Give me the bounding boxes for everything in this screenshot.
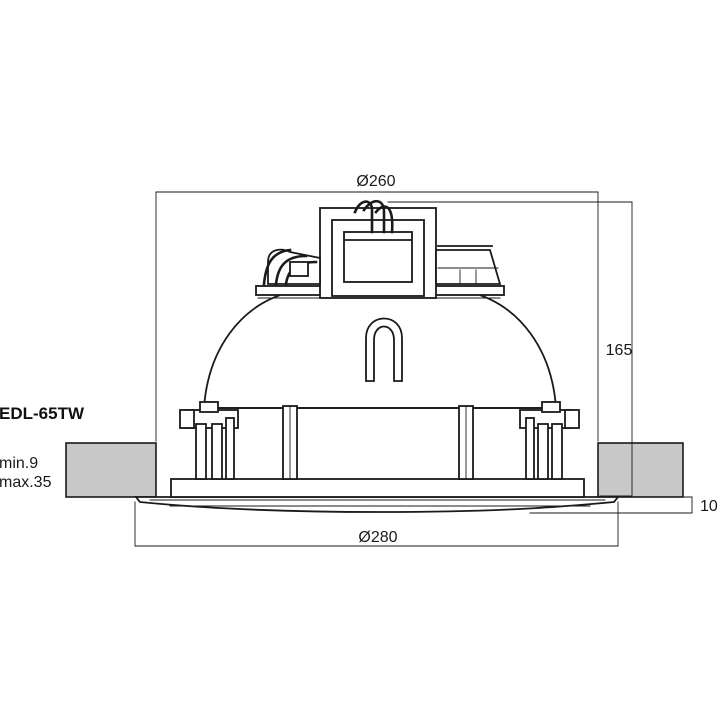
label-ceiling-max: max.35 [0,474,52,491]
ceiling-right [597,442,684,498]
label-flange-10: 10 [700,498,718,515]
label-diameter-260: Ø260 [356,173,395,190]
speaker-drawing [134,199,620,513]
ceiling-left [65,442,157,498]
dimension-flange-10: 10 [529,496,718,515]
dimension-diameter-260: Ø260 [155,173,599,442]
label-diameter-280: Ø280 [358,529,397,546]
model-label: EDL-65TW [0,404,85,423]
dimension-height-165: 165 [387,201,633,497]
label-ceiling-min: min.9 [0,455,38,472]
dimension-diameter-280: Ø280 [134,501,619,547]
label-height-165: 165 [606,342,633,359]
